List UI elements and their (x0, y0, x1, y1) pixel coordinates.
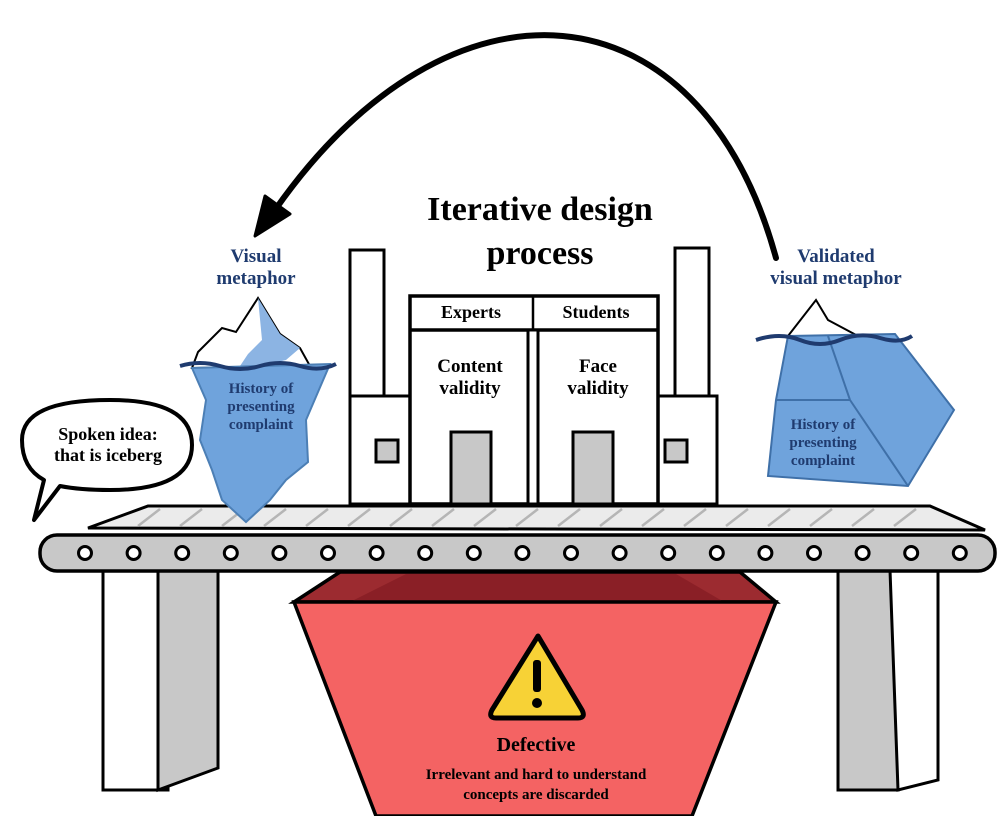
belt-roller (174, 545, 191, 561)
bin-subtitle-line-1: Irrelevant and hard to understand (425, 767, 647, 783)
diagram-title: Iterative design process (395, 188, 685, 275)
belt-slat (473, 508, 497, 527)
belt-slat (851, 508, 875, 527)
belt-slat (515, 508, 539, 527)
visual-metaphor-label: Visual metaphor (196, 246, 316, 290)
speech-line-2: that is iceberg (54, 444, 162, 465)
belt-slat (431, 508, 455, 527)
factory (348, 246, 719, 506)
belt-roller (660, 545, 677, 561)
window-right (663, 438, 689, 464)
belt-slat (599, 508, 623, 527)
belt-roller (757, 545, 774, 561)
validated-metaphor-label: Validated visual metaphor (756, 246, 916, 290)
face-validity-line-1: Face (579, 356, 617, 377)
belt-slat (557, 508, 581, 527)
belt-slat (893, 508, 917, 527)
feedback-arc (272, 32, 779, 261)
door-left (449, 430, 493, 506)
bin-subtitle-line-2: concepts are discarded (463, 786, 609, 803)
validated-metaphor-line-1: Validated (797, 246, 875, 267)
iceberg-left-text-2: presenting (227, 399, 295, 415)
face-validity-line-2: validity (567, 377, 629, 399)
belt-roller (854, 545, 871, 561)
chimney-right (673, 246, 711, 400)
belt-slat (305, 508, 329, 527)
speech-bubble-text: Spoken idea: that is iceberg (28, 424, 188, 465)
iceberg-left-text-3: complaint (228, 417, 294, 433)
belt-roller (903, 545, 920, 561)
face-validity-label: Face validity (540, 356, 656, 400)
iceberg-left (179, 296, 337, 524)
belt-roller (806, 545, 822, 561)
content-validity-label: Content validity (412, 356, 528, 400)
conveyor-leg-left (101, 568, 220, 793)
factory-tab-students: Students (562, 302, 630, 322)
chimney-left (348, 248, 386, 400)
bin-inner (350, 574, 724, 602)
feedback-arrowhead (253, 194, 292, 238)
content-validity-line-2: validity (439, 377, 501, 399)
belt-slat (389, 508, 413, 527)
belt-slat (137, 508, 161, 527)
belt-roller (125, 545, 142, 561)
bin-title: Defective (496, 734, 576, 756)
title-line-1: Iterative design (427, 191, 653, 228)
belt-slat (809, 508, 833, 527)
belt-roller (417, 545, 434, 561)
factory-tab-experts: Experts (441, 302, 501, 322)
belt-roller (320, 545, 336, 561)
iceberg-submerged (190, 362, 332, 524)
validated-metaphor-line-2: visual metaphor (770, 267, 902, 289)
content-validity-line-1: Content (437, 356, 503, 377)
conveyor-leg-right (836, 568, 940, 792)
belt-roller (368, 545, 385, 561)
visual-metaphor-line-2: metaphor (216, 267, 296, 289)
warning-exclamation (533, 660, 541, 692)
door-right (571, 430, 615, 506)
belt-roller (708, 545, 725, 561)
bin-subtitle: Irrelevant and hard to understand concep… (386, 766, 686, 805)
belt-roller (563, 545, 579, 561)
validated-shape-text-3: complaint (790, 453, 856, 469)
belt-slat (263, 508, 287, 527)
belt-slat (683, 508, 707, 527)
factory-divider (526, 328, 540, 506)
belt-roller (271, 545, 288, 561)
visual-metaphor-line-1: Visual (230, 246, 282, 267)
conveyor-top (87, 504, 986, 532)
discard-bin (288, 570, 781, 818)
validated-shape-text-2: presenting (789, 435, 857, 451)
validated-shape-text: History of presenting complaint (770, 416, 876, 470)
validated-shape-text-1: History of (790, 417, 856, 433)
belt-slat (641, 508, 665, 527)
belt-slat (725, 508, 749, 527)
iceberg-left-text: History of presenting complaint (206, 380, 316, 434)
belt-roller (514, 545, 531, 561)
belt-roller (465, 545, 482, 561)
title-line-2: process (486, 234, 594, 272)
belt-slat (347, 508, 371, 527)
belt-slat (179, 508, 203, 527)
belt-roller (77, 545, 93, 561)
validated-metaphor-shape (755, 298, 956, 488)
iceberg-left-text-1: History of (228, 381, 294, 397)
belt-roller (222, 545, 239, 561)
conveyor-belt (38, 533, 997, 573)
speech-bubble (20, 398, 194, 522)
belt-slat (767, 508, 791, 527)
belt-roller (951, 545, 968, 561)
window-left (374, 438, 400, 464)
belt-roller (611, 545, 628, 561)
speech-line-1: Spoken idea: (58, 424, 158, 444)
